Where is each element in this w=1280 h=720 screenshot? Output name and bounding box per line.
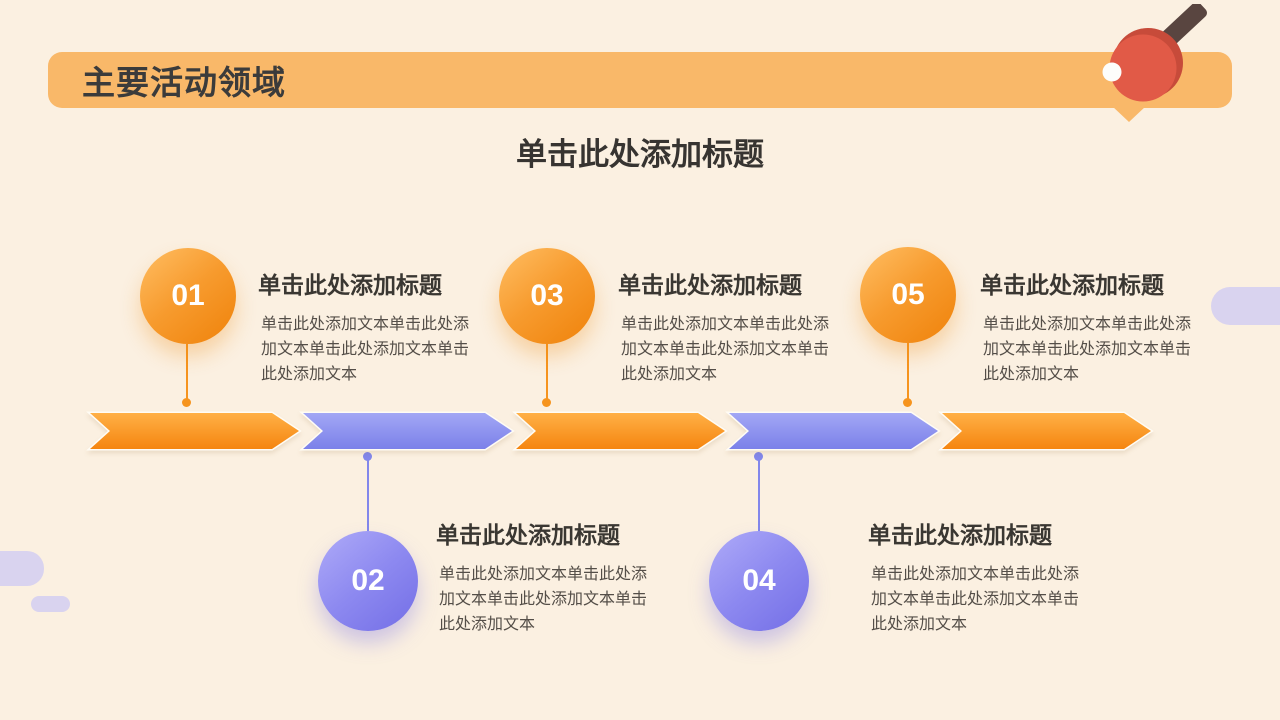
step-heading: 单击此处添加标题: [980, 272, 1164, 298]
connector-line-04: [758, 458, 760, 531]
step-number: 05: [891, 278, 925, 311]
step-text-05: 单击此处添加标题 单击此处添加文本单击此处添加文本单击此处添加文本单击此处添加文…: [980, 266, 1204, 387]
connector-line-05: [907, 343, 909, 400]
arrow-segment-1: [86, 411, 302, 451]
arrow-segment-5: [938, 411, 1154, 451]
step-body: 单击此处添加文本单击此处添加文本单击此处添加文本单击此处添加文本: [261, 316, 470, 383]
arrow-segment-2: [299, 411, 515, 451]
step-text-01: 单击此处添加标题 单击此处添加文本单击此处添加文本单击此处添加文本单击此处添加文…: [258, 266, 482, 387]
connector-dot-05: [903, 398, 912, 407]
decor-pill-right: [1211, 287, 1280, 325]
timeline-arrow-band: [86, 411, 1154, 451]
step-heading: 单击此处添加标题: [436, 522, 620, 548]
banner-tail-triangle: [1112, 106, 1146, 122]
step-circle-04: 04: [709, 531, 809, 631]
step-circle-03: 03: [499, 248, 595, 344]
step-number: 02: [351, 564, 385, 597]
step-heading: 单击此处添加标题: [618, 272, 802, 298]
connector-dot-04: [754, 452, 763, 461]
step-body: 单击此处添加文本单击此处添加文本单击此处添加文本单击此处添加文本: [983, 316, 1192, 383]
step-body: 单击此处添加文本单击此处添加文本单击此处添加文本单击此处添加文本: [871, 566, 1080, 633]
slide-title: 单击此处添加标题: [516, 137, 764, 172]
step-circle-02: 02: [318, 531, 418, 631]
step-body: 单击此处添加文本单击此处添加文本单击此处添加文本单击此处添加文本: [621, 316, 830, 383]
step-text-04: 单击此处添加标题 单击此处添加文本单击此处添加文本单击此处添加文本单击此处添加文…: [868, 516, 1092, 637]
banner-title: 主要活动领域: [82, 64, 286, 101]
arrow-segment-4: [725, 411, 941, 451]
step-number: 01: [171, 279, 205, 312]
connector-line-01: [186, 344, 188, 400]
step-heading: 单击此处添加标题: [258, 272, 442, 298]
table-tennis-paddle-icon: [1102, 4, 1208, 102]
step-circle-05: 05: [860, 247, 956, 343]
step-body: 单击此处添加文本单击此处添加文本单击此处添加文本单击此处添加文本: [439, 566, 648, 633]
connector-dot-02: [363, 452, 372, 461]
connector-dot-03: [542, 398, 551, 407]
step-circle-01: 01: [140, 248, 236, 344]
decor-pill-bottom-left: [0, 551, 44, 586]
arrow-segment-3: [512, 411, 728, 451]
step-heading: 单击此处添加标题: [868, 522, 1052, 548]
connector-line-02: [367, 458, 369, 531]
connector-line-03: [546, 344, 548, 400]
step-number: 04: [742, 564, 776, 597]
decor-pill-bottom-left-small: [31, 596, 70, 612]
step-text-02: 单击此处添加标题 单击此处添加文本单击此处添加文本单击此处添加文本单击此处添加文…: [436, 516, 660, 637]
connector-dot-01: [182, 398, 191, 407]
step-number: 03: [530, 279, 564, 312]
header-banner: 主要活动领域: [48, 52, 1232, 108]
step-text-03: 单击此处添加标题 单击此处添加文本单击此处添加文本单击此处添加文本单击此处添加文…: [618, 266, 842, 387]
